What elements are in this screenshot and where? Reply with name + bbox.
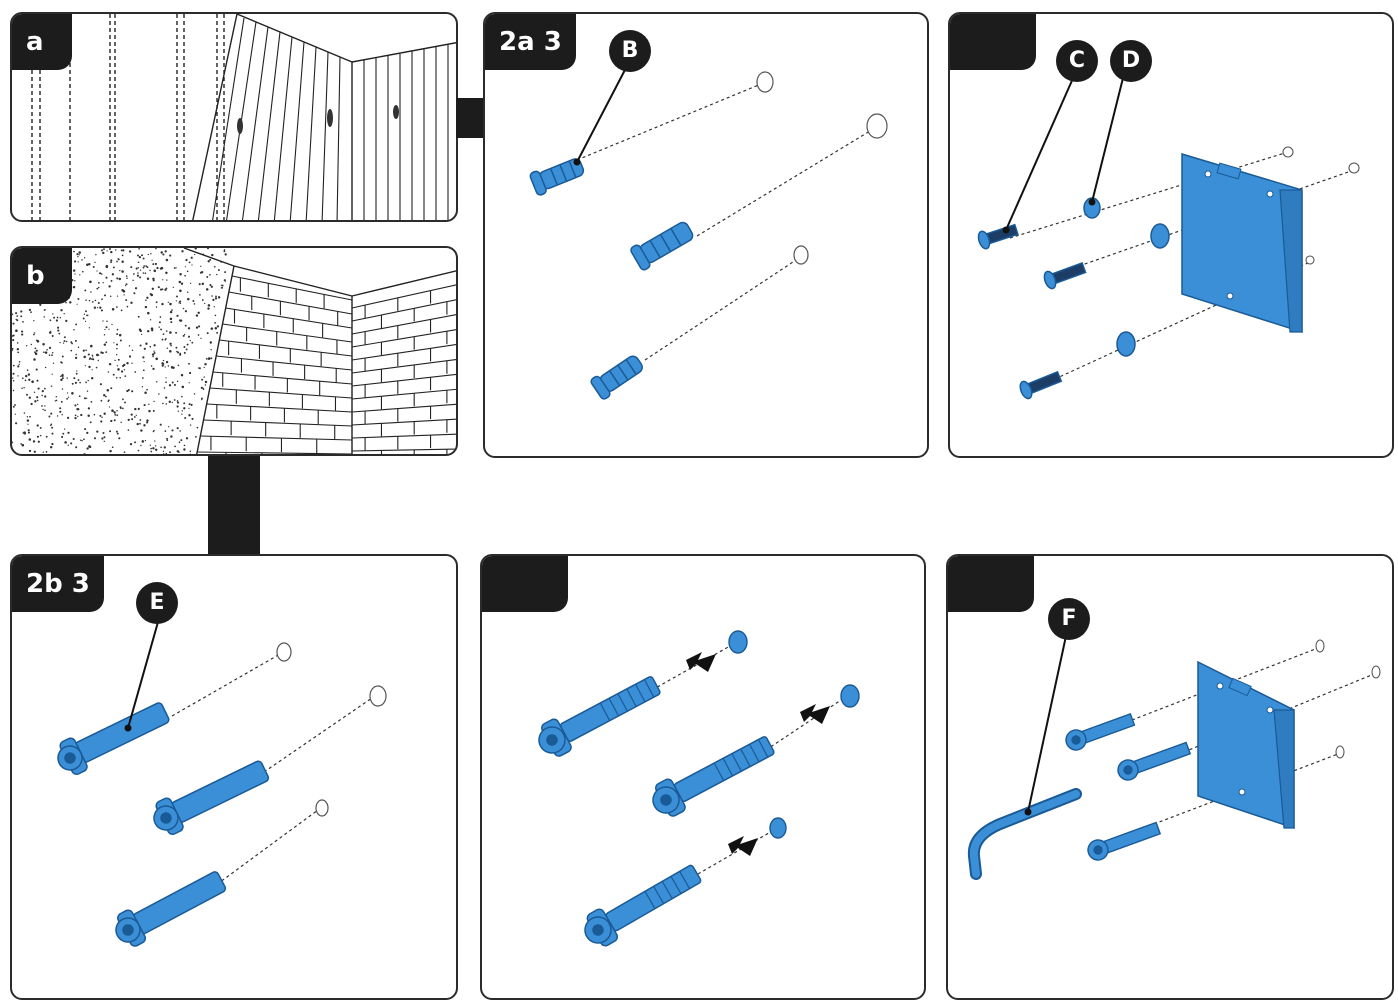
callout-e: E	[136, 582, 178, 624]
panel-step-bracket-bolts-tag	[948, 556, 1034, 612]
bracket-screws-illustration	[977, 73, 1360, 400]
wood-wall-illustration	[31, 14, 456, 220]
panel-step-remove-nuts	[480, 554, 926, 1000]
panel-step-2a-wall-plugs: 2a 3 B	[483, 12, 929, 458]
panel-step-bracket-screws: C D	[948, 12, 1394, 458]
panel-a-tag: a	[12, 14, 72, 70]
panel-step-2b-tag: 2b 3	[12, 556, 104, 612]
anchor-bolts-illustration	[57, 621, 387, 947]
callout-b: B	[609, 30, 651, 72]
brick-wall-illustration	[12, 248, 456, 454]
panel-b-brick-wall: b	[10, 246, 458, 456]
panel-step-bracket-bolts: F	[946, 554, 1394, 1000]
callout-c: C	[1056, 40, 1098, 82]
remove-nuts-illustration	[538, 630, 860, 947]
panel-step-remove-nuts-tag	[482, 556, 568, 612]
callout-d: D	[1110, 40, 1152, 82]
panel-step-bracket-tag	[950, 14, 1036, 70]
panel-step-2a-tag: 2a 3	[485, 14, 576, 70]
panel-step-2b-anchor-bolts: 2b 3 E	[10, 554, 458, 1000]
panel-a-wood-wall: a	[10, 12, 458, 222]
wall-plugs-illustration	[529, 65, 888, 400]
callout-f: F	[1048, 598, 1090, 640]
bracket-bolts-illustration	[967, 635, 1381, 880]
panel-b-tag: b	[12, 248, 72, 304]
